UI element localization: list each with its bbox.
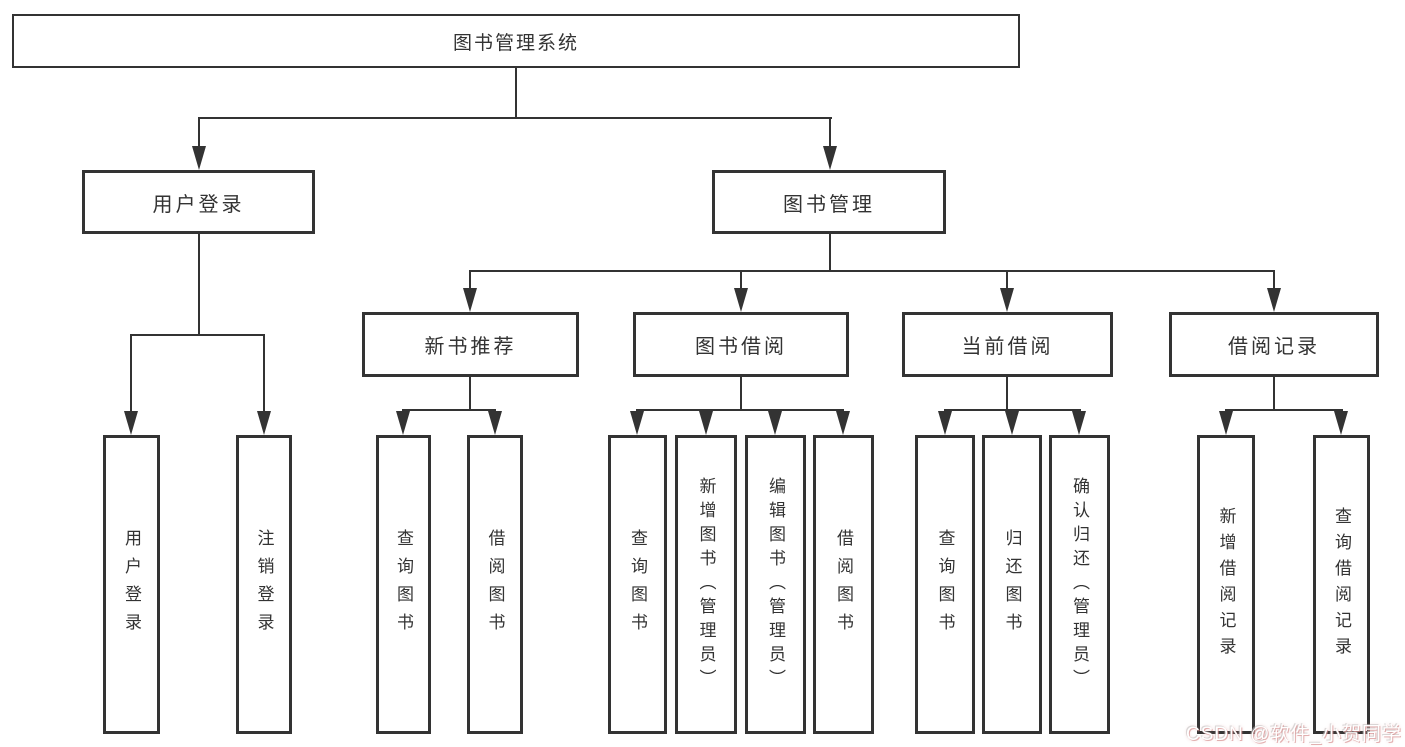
leaf-return-books: 归还图书 bbox=[982, 435, 1042, 734]
node-user-login-label: 用户登录 bbox=[152, 193, 245, 216]
leaf-return-books-label: 归还图书 bbox=[1002, 528, 1022, 641]
connector-new-book-drop bbox=[469, 272, 471, 290]
connector-new-book-hline bbox=[402, 409, 496, 411]
connector-book-borrow-hline bbox=[636, 409, 844, 411]
arrowhead-to-leaf-confirm-return bbox=[1072, 411, 1086, 435]
leaf-query-borrow-record-label: 查询借阅记录 bbox=[1332, 506, 1351, 663]
leaf-borrow-books-recommend: 借阅图书 bbox=[467, 435, 523, 734]
leaf-add-books-admin: 新增图书（管理员） bbox=[675, 435, 737, 734]
arrowhead-to-book-borrow bbox=[734, 288, 748, 312]
connector-root-hline bbox=[198, 117, 832, 119]
node-library-management-system-label: 图书管理系统 bbox=[452, 32, 579, 54]
leaf-query-books-recommend-label: 查询图书 bbox=[394, 528, 413, 641]
leaf-user-login-label: 用户登录 bbox=[122, 528, 141, 641]
connector-current-borrow-drop bbox=[1006, 272, 1008, 290]
node-book-borrowing-label: 图书借阅 bbox=[695, 336, 787, 358]
connector-user-login-hline bbox=[130, 334, 265, 336]
arrowhead-to-leaf-add-books bbox=[699, 411, 713, 435]
leaf-borrow-books-borrowing: 借阅图书 bbox=[813, 435, 874, 734]
leaf-query-books-borrowing: 查询图书 bbox=[608, 435, 667, 734]
node-new-book-recommend-label: 新书推荐 bbox=[424, 336, 517, 358]
arrowhead-to-leaf-user-login bbox=[124, 411, 138, 435]
leaf-edit-books-admin: 编辑图书（管理员） bbox=[745, 435, 806, 734]
connector-book-borrow-drop bbox=[740, 272, 742, 290]
node-current-borrowing-label: 当前借阅 bbox=[961, 336, 1054, 358]
connector-root-stem bbox=[515, 68, 517, 118]
arrowhead-to-leaf-query-books-1 bbox=[396, 411, 410, 435]
connector-book-mgmt-stem bbox=[829, 234, 831, 272]
node-book-borrowing: 图书借阅 bbox=[633, 312, 849, 377]
arrowhead-to-borrow-record bbox=[1267, 288, 1281, 312]
connector-current-borrow-hline bbox=[944, 409, 1081, 411]
leaf-query-books-current: 查询图书 bbox=[915, 435, 975, 734]
connector-book-borrow-stem bbox=[740, 377, 742, 410]
arrowhead-to-book-mgmt bbox=[823, 146, 837, 170]
leaf-query-books-current-label: 查询图书 bbox=[935, 528, 955, 641]
leaf-confirm-return-admin: 确认归还（管理员） bbox=[1049, 435, 1110, 734]
leaf-confirm-return-admin-label: 确认归还（管理员） bbox=[1070, 476, 1089, 693]
leaf-user-login: 用户登录 bbox=[103, 435, 160, 734]
connector-leaf-logout-drop bbox=[263, 336, 265, 413]
arrowhead-to-current-borrow bbox=[1000, 288, 1014, 312]
arrowhead-to-leaf-query-books-3 bbox=[938, 411, 952, 435]
leaf-add-borrow-record: 新增借阅记录 bbox=[1197, 435, 1255, 734]
node-borrowing-records-label: 借阅记录 bbox=[1228, 336, 1320, 358]
node-library-management-system: 图书管理系统 bbox=[12, 14, 1020, 68]
node-user-login: 用户登录 bbox=[82, 170, 315, 234]
arrowhead-to-leaf-borrow-books-2 bbox=[836, 411, 850, 435]
leaf-add-books-admin-label: 新增图书（管理员） bbox=[696, 476, 716, 693]
arrowhead-to-leaf-add-record bbox=[1219, 411, 1233, 435]
arrowhead-to-leaf-query-books-2 bbox=[630, 411, 644, 435]
connector-user-login-stem bbox=[198, 234, 200, 336]
arrowhead-to-leaf-borrow-books-1 bbox=[488, 411, 502, 435]
leaf-query-books-recommend: 查询图书 bbox=[376, 435, 431, 734]
arrowhead-to-leaf-logout bbox=[257, 411, 271, 435]
arrowhead-to-leaf-return-books bbox=[1005, 411, 1019, 435]
connector-leaf-user-login-drop bbox=[130, 336, 132, 413]
leaf-edit-books-admin-label: 编辑图书（管理员） bbox=[766, 476, 785, 693]
leaf-logout-login-label: 注销登录 bbox=[254, 528, 274, 641]
leaf-query-books-borrowing-label: 查询图书 bbox=[628, 528, 647, 641]
leaf-query-borrow-record: 查询借阅记录 bbox=[1313, 435, 1370, 734]
node-borrowing-records: 借阅记录 bbox=[1169, 312, 1379, 377]
connector-book-mgmt-drop bbox=[829, 118, 831, 148]
connector-current-borrow-stem bbox=[1006, 377, 1008, 410]
leaf-logout-login: 注销登录 bbox=[236, 435, 292, 734]
connector-user-login-drop bbox=[198, 118, 200, 148]
leaf-add-borrow-record-label: 新增借阅记录 bbox=[1216, 506, 1236, 663]
arrowhead-to-user-login bbox=[192, 146, 206, 170]
arrowhead-to-new-book bbox=[463, 288, 477, 312]
connector-new-book-stem bbox=[469, 377, 471, 410]
node-book-management: 图书管理 bbox=[712, 170, 946, 234]
connector-borrow-record-stem bbox=[1273, 377, 1275, 410]
connector-book-mgmt-hline bbox=[469, 270, 1275, 272]
arrowhead-to-leaf-edit-books bbox=[768, 411, 782, 435]
csdn-watermark: CSDN @软件_小贺同学 bbox=[1186, 724, 1402, 745]
connector-borrow-record-drop bbox=[1273, 272, 1275, 290]
leaf-borrow-books-recommend-label: 借阅图书 bbox=[485, 528, 505, 641]
node-current-borrowing: 当前借阅 bbox=[902, 312, 1113, 377]
leaf-borrow-books-borrowing-label: 借阅图书 bbox=[834, 528, 853, 641]
connector-borrow-record-hline bbox=[1225, 409, 1343, 411]
node-book-management-label: 图书管理 bbox=[783, 193, 875, 216]
arrowhead-to-leaf-query-record bbox=[1334, 411, 1348, 435]
node-new-book-recommend: 新书推荐 bbox=[362, 312, 579, 377]
